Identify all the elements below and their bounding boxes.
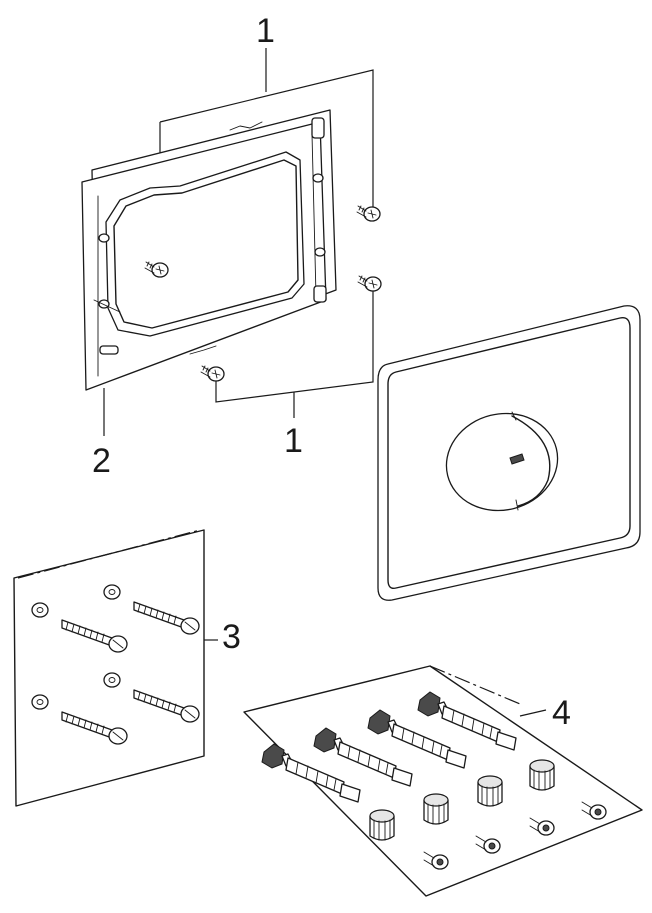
mounting-frame <box>81 109 337 391</box>
sensor-icon <box>509 453 525 465</box>
nut-icon <box>477 775 503 807</box>
screw-icon <box>529 817 555 836</box>
screw-icon <box>103 584 200 635</box>
callout-label-4: 4 <box>552 694 571 732</box>
extension-set: 4 <box>243 665 643 897</box>
callout-label-3: 3 <box>222 618 241 656</box>
screw-icon <box>423 851 449 870</box>
screw-icon <box>31 694 128 745</box>
callout-mounting-frame: 2 <box>92 388 111 480</box>
nut-icon <box>423 793 449 825</box>
wall-screw-set: 3 <box>13 529 241 807</box>
screw-icon <box>581 801 607 820</box>
cover-plate <box>377 305 641 601</box>
nut-icon <box>369 809 395 841</box>
screw-icon <box>103 672 200 723</box>
callout-label-1-bottom: 1 <box>284 422 303 460</box>
screw-icon <box>356 205 381 222</box>
callout-label-2: 2 <box>92 442 111 480</box>
screw-icon <box>475 835 501 854</box>
screw-icon <box>31 602 128 653</box>
screw-icon <box>200 365 225 382</box>
screw-icon <box>357 275 382 292</box>
callout-label-1-top: 1 <box>256 12 275 50</box>
nut-icon <box>529 759 555 791</box>
callout-lower-screws: 1 <box>215 284 374 460</box>
